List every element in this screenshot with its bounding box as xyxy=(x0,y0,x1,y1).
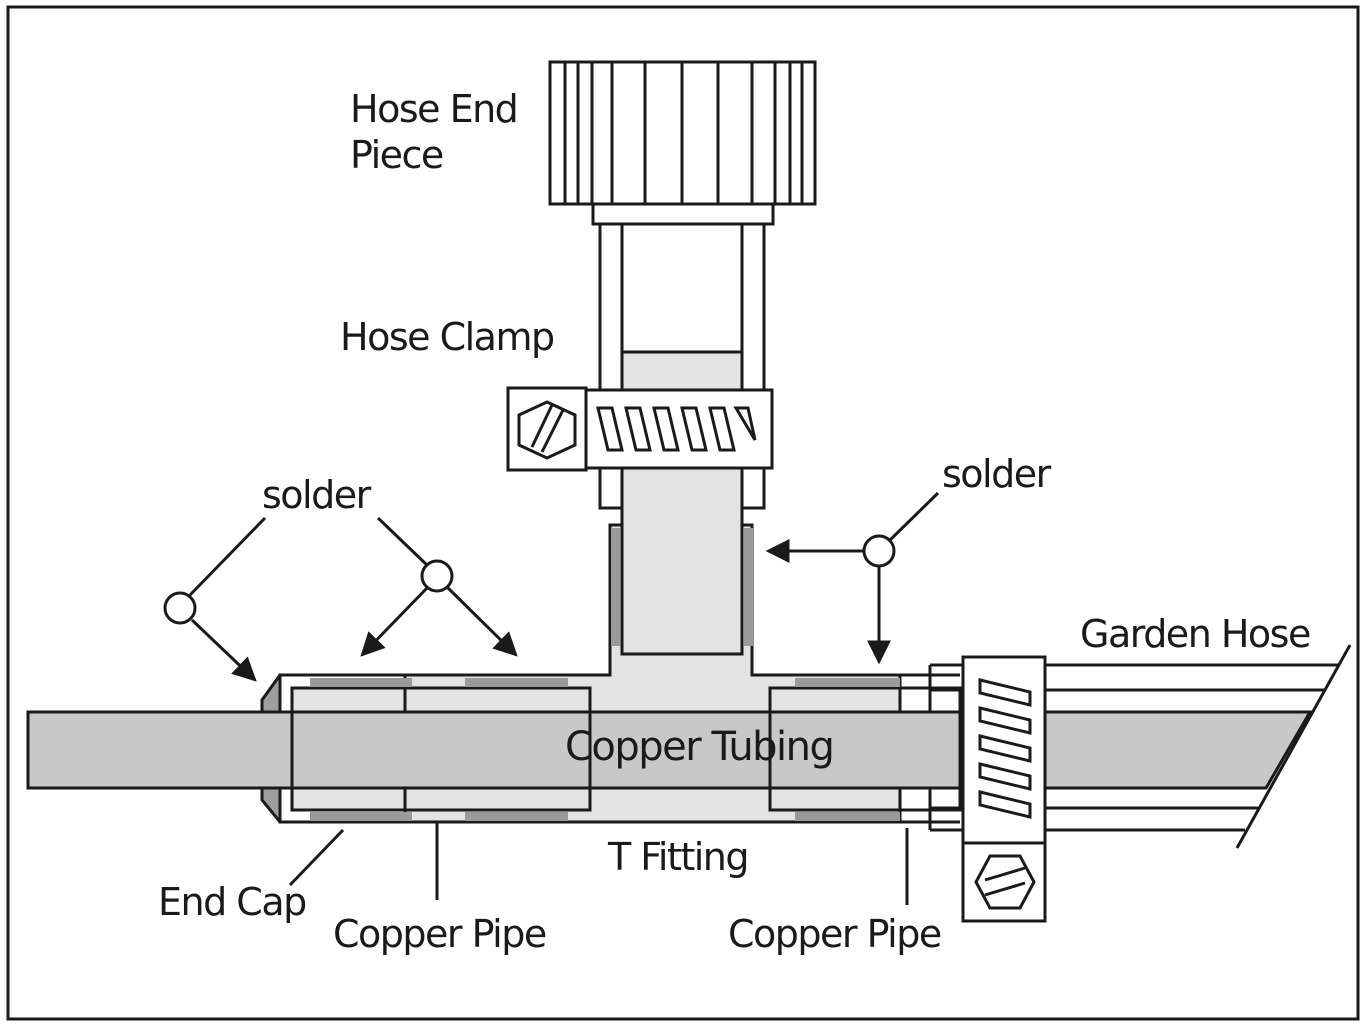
label-garden-hose: Garden Hose xyxy=(1080,612,1310,656)
label-solder-right: solder xyxy=(942,452,1052,496)
copper-pipe-right xyxy=(900,673,960,824)
solder-marks xyxy=(310,528,900,821)
label-solder-left: solder xyxy=(262,473,372,517)
label-t-fitting: T Fitting xyxy=(607,835,748,879)
label-hose-end-piece-line2: Piece xyxy=(350,133,443,177)
hose-clamp-top xyxy=(506,386,774,472)
label-end-cap: End Cap xyxy=(158,880,306,924)
label-hose-end-piece-line1: Hose End xyxy=(350,87,517,131)
label-copper-tubing: Copper Tubing xyxy=(565,724,833,770)
label-copper-pipe-right: Copper Pipe xyxy=(728,912,941,956)
hose-end-piece xyxy=(548,60,817,510)
copper-pipe-ends xyxy=(290,686,962,812)
leader-lines xyxy=(163,491,940,905)
hose-clamp-right xyxy=(961,655,1047,923)
label-copper-pipe-left: Copper Pipe xyxy=(333,912,546,956)
label-hose-clamp: Hose Clamp xyxy=(340,315,554,359)
